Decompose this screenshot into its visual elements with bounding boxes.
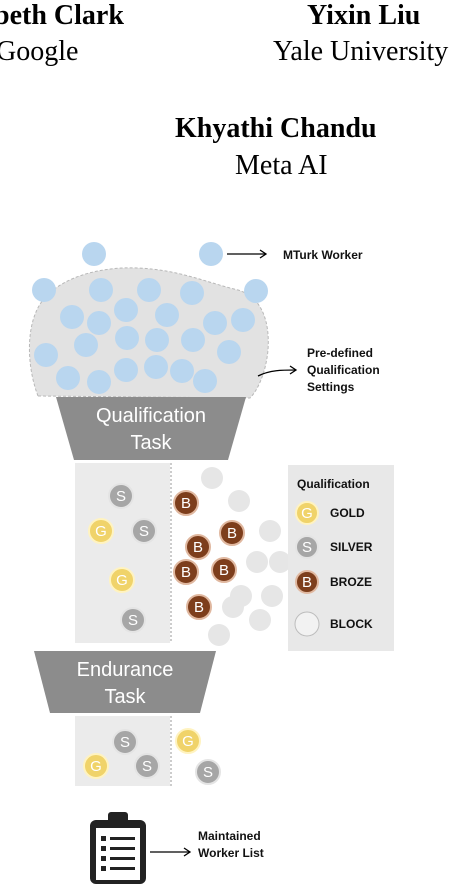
arrow-qualification-settings (257, 365, 298, 377)
author-name-chandu: Khyathi Chandu (175, 113, 377, 144)
qualification-task-title: Qualification Task (56, 403, 246, 457)
qualification-task-funnel (56, 397, 246, 460)
silver-coin: S (134, 753, 160, 779)
author-name-clark: beth Clark (0, 0, 124, 31)
legend-title: Qualification (297, 477, 370, 491)
qualification-settings-line-2: Qualification (307, 363, 380, 377)
qualification-settings-label: Pre-defined Qualification Settings (307, 345, 380, 396)
worker-dot (231, 308, 255, 332)
bronze-coin: B (173, 559, 199, 585)
blocked-worker-dot (249, 609, 271, 631)
blocked-worker-dot (208, 624, 230, 646)
maintained-list-line-2: Worker List (198, 846, 264, 860)
author-affiliation-google: Google (0, 36, 79, 67)
worker-dot (137, 278, 161, 302)
endurance-task-funnel (34, 651, 216, 713)
legend-silver-label: SILVER (330, 540, 373, 554)
endurance-task-line-2: Task (104, 686, 146, 708)
bronze-coin: B (186, 594, 212, 620)
legend-gold-swatch: G (295, 501, 319, 525)
worker-dot (114, 298, 138, 322)
bronze-coin: B (173, 490, 199, 516)
worker-dot (203, 311, 227, 335)
worker-dot (170, 359, 194, 383)
maintained-list-line-1: Maintained (198, 829, 261, 843)
bronze-coin: B (185, 534, 211, 560)
blocked-worker-dot (246, 551, 268, 573)
blocked-worker-dot (259, 520, 281, 542)
worker-dot (60, 305, 84, 329)
worker-dot (180, 281, 204, 305)
worker-dot (32, 278, 56, 302)
endurance-task-title: Endurance Task (34, 657, 216, 711)
silver-coin: S (108, 483, 134, 509)
maintained-list-label: Maintained Worker List (198, 828, 264, 862)
blocked-worker-dot (222, 596, 244, 618)
qualification-task-line-2: Task (130, 432, 172, 454)
worker-dot (199, 242, 223, 266)
worker-dot (74, 333, 98, 357)
legend-block-label: BLOCK (330, 617, 373, 631)
worker-dot (181, 328, 205, 352)
arrow-maintained-list (150, 847, 192, 857)
gold-coin: G (175, 728, 201, 754)
worker-dot (244, 279, 268, 303)
worker-dot (56, 366, 80, 390)
mturk-worker-label: MTurk Worker (283, 248, 363, 262)
worker-dot (144, 355, 168, 379)
blocked-worker-dot (228, 490, 250, 512)
blocked-worker-dot (269, 551, 291, 573)
clipboard-icon (90, 812, 146, 884)
worker-dot (89, 278, 113, 302)
worker-dot (115, 326, 139, 350)
worker-dot (155, 303, 179, 327)
qualification-settings-line-1: Pre-defined (307, 346, 374, 360)
legend-gold-label: GOLD (330, 506, 365, 520)
gold-coin: G (83, 753, 109, 779)
legend-bronze-swatch: B (295, 570, 319, 594)
silver-coin: S (112, 729, 138, 755)
bronze-coin: B (219, 520, 245, 546)
author-affiliation-meta: Meta AI (235, 150, 328, 181)
legend-block-swatch (294, 611, 320, 637)
blocked-worker-dot (261, 585, 283, 607)
silver-coin: S (195, 759, 221, 785)
arrow-mturk (227, 249, 268, 259)
legend-bronze-label: BROZE (330, 575, 372, 589)
silver-coin: S (120, 607, 146, 633)
worker-dot (193, 369, 217, 393)
author-affiliation-yale: Yale University (273, 36, 449, 67)
legend-silver-swatch: S (295, 535, 319, 559)
bronze-coin: B (211, 557, 237, 583)
gold-coin: G (109, 567, 135, 593)
blocked-worker-dot (201, 467, 223, 489)
worker-dot (217, 340, 241, 364)
worker-dot (145, 328, 169, 352)
worker-dot (87, 370, 111, 394)
silver-coin: S (131, 518, 157, 544)
worker-dot (114, 358, 138, 382)
gold-coin: G (88, 518, 114, 544)
worker-dot (34, 343, 58, 367)
qualification-settings-line-3: Settings (307, 380, 355, 394)
worker-dot (87, 311, 111, 335)
author-name-liu: Yixin Liu (307, 0, 421, 31)
worker-dot (82, 242, 106, 266)
qualification-task-line-1: Qualification (95, 405, 207, 427)
endurance-task-line-1: Endurance (76, 659, 174, 681)
